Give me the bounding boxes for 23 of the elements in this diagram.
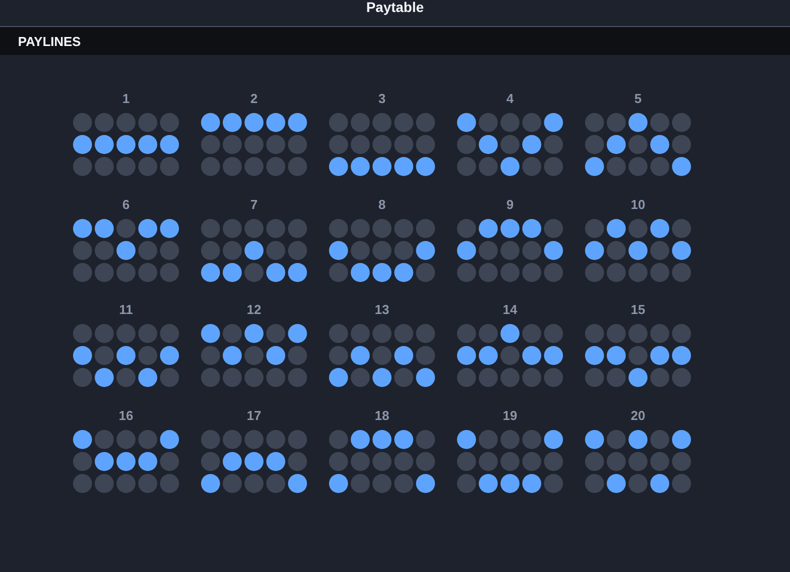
payline-number: 16 <box>118 408 134 422</box>
payline-number: 1 <box>122 92 130 106</box>
payline-number: 3 <box>378 92 386 106</box>
payline-number: 15 <box>630 303 646 317</box>
payline-number: 5 <box>634 92 642 106</box>
payline-number: 2 <box>250 92 258 106</box>
payline-number: 19 <box>502 408 518 422</box>
payline-number: 17 <box>246 408 262 422</box>
payline-number: 20 <box>630 408 646 422</box>
payline-number: 10 <box>630 198 646 212</box>
payline-number: 11 <box>119 303 133 317</box>
section-heading: PAYLINES <box>18 34 81 49</box>
section-header-bar <box>0 27 790 55</box>
payline-number: 14 <box>502 303 518 317</box>
payline-number: 9 <box>506 198 514 212</box>
payline-number: 8 <box>378 198 386 212</box>
payline-number: 4 <box>506 92 514 106</box>
payline-number: 12 <box>246 303 262 317</box>
payline-number: 13 <box>374 303 390 317</box>
payline-number: 7 <box>250 198 258 212</box>
payline-number: 6 <box>122 198 130 212</box>
page-title: Paytable <box>365 0 425 15</box>
payline-number: 18 <box>374 408 390 422</box>
